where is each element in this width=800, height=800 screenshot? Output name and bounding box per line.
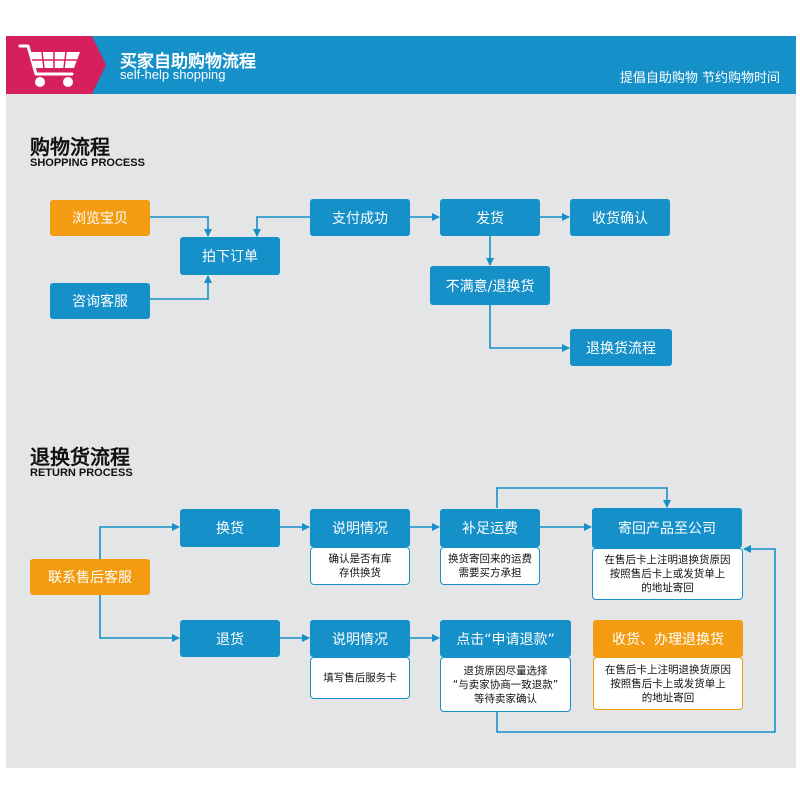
shopping-section-subtitle: SHOPPING PROCESS: [30, 157, 145, 169]
node-click-refund: 点击“申请退款”: [440, 620, 571, 657]
return-section-title: 退换货流程: [30, 445, 130, 469]
node-refund: 退货: [180, 620, 280, 657]
shopping-section-title: 购物流程: [30, 135, 110, 159]
note-stock: 确认是否有库 存供换货: [310, 547, 410, 585]
node-browse: 浏览宝贝: [50, 200, 150, 236]
header-slogan: 提倡自助购物 节约购物时间: [619, 71, 780, 86]
note-address-refund: 在售后卡上注明退换货原因 按照售后卡上或发货单上 的地址寄回: [593, 657, 743, 710]
arrow-unsatisfied-returnflow: [489, 305, 570, 352]
node-explain-refund: 说明情况: [310, 620, 410, 657]
return-section-subtitle: RETURN PROCESS: [30, 467, 133, 479]
node-postage: 补足运费: [440, 509, 540, 547]
shopping-cart-badge: [6, 36, 106, 94]
header-title: 买家自助购物流程: [120, 52, 256, 72]
arrow-contact-exchange: [99, 523, 180, 559]
note-shipping-cost: 换货寄回来的运费 需要买方承担: [440, 547, 540, 585]
node-contact-service: 联系售后客服: [30, 559, 150, 595]
node-confirm: 收货确认: [570, 199, 670, 236]
node-explain-exchange: 说明情况: [310, 509, 410, 547]
arrow-contact-refund: [99, 595, 180, 642]
node-pay: 支付成功: [310, 199, 410, 236]
node-send-back: 寄回产品至公司: [592, 508, 742, 548]
header-banner: [6, 36, 796, 94]
note-address-exchange: 在售后卡上注明退换货原因 按照售后卡上或发货单上 的地址寄回: [592, 548, 743, 600]
arrow-pay-order: [253, 216, 310, 237]
note-service-form: 填写售后服务卡: [310, 657, 410, 699]
header-subtitle: self-help shopping: [120, 67, 226, 82]
node-return-flow: 退换货流程: [570, 329, 672, 366]
arrow-loop-sendback: [496, 487, 671, 508]
node-receive-process: 收货、办理退换货: [593, 620, 743, 657]
arrow-browse-order: [150, 216, 212, 237]
arrow-consult-order: [150, 275, 212, 300]
node-unsatisfied: 不满意/退换货: [430, 266, 550, 305]
node-order: 拍下订单: [180, 237, 280, 275]
node-ship: 发货: [440, 199, 540, 236]
node-exchange: 换货: [180, 509, 280, 547]
note-refund-reason: 退货原因尽量选择 “与卖家协商一致退款” 等待卖家确认: [440, 657, 571, 712]
node-consult: 咨询客服: [50, 283, 150, 319]
arrow-reason-sendback: [496, 545, 776, 733]
